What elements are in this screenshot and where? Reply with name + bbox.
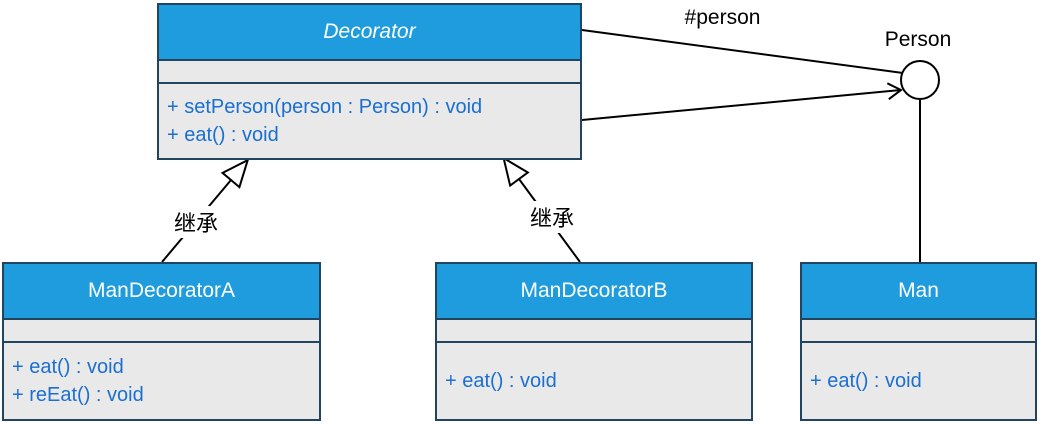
interface-lollipop-circle [900,60,940,100]
class-mandecoratora-attributes [4,318,319,343]
method-setperson: + setPerson(person : Person) : void [167,96,483,118]
method-eat: + eat() : void [445,370,557,392]
class-decorator: Decorator + setPerson(person : Person) :… [157,3,582,160]
class-man: Man + eat() : void [800,262,1037,421]
class-decorator-operations: + setPerson(person : Person) : void + ea… [159,84,580,158]
association-label: #person [684,6,761,29]
association-line-upper [581,29,904,74]
class-mandecoratora-title: ManDecoratorA [4,264,319,318]
class-man-operations: + eat() : void [802,343,1035,419]
method-eat: + eat() : void [12,356,124,378]
method-reeat: + reEat() : void [12,384,144,406]
method-eat: + eat() : void [167,124,279,146]
class-decorator-title: Decorator [159,5,580,59]
class-man-title: Man [802,264,1035,318]
class-mandecoratorb-attributes [437,318,751,343]
class-mandecoratora: ManDecoratorA + eat() : void + reEat() :… [2,262,321,421]
class-decorator-attributes [159,59,580,84]
association-line-arrow [581,82,903,121]
method-eat: + eat() : void [810,370,922,392]
class-mandecoratorb: ManDecoratorB + eat() : void [435,262,753,421]
inheritance-label-left: 继承 [168,206,224,238]
class-man-attributes [802,318,1035,343]
class-mandecoratora-operations: + eat() : void + reEat() : void [4,343,319,419]
inheritance-label-right: 继承 [524,201,580,233]
class-mandecoratorb-title: ManDecoratorB [437,264,751,318]
class-mandecoratorb-operations: + eat() : void [437,343,751,419]
interface-person-label: Person [884,28,952,51]
